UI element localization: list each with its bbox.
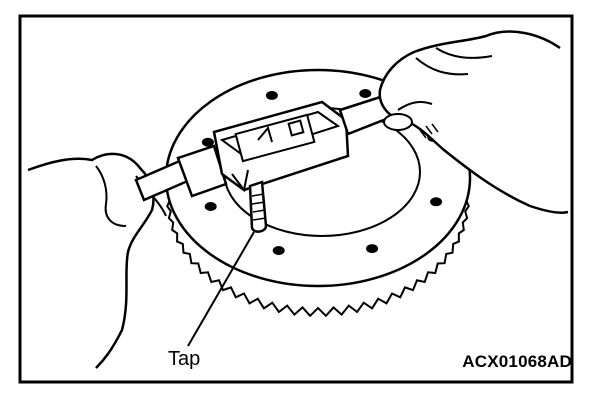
right-hand-knuckle <box>419 123 439 139</box>
bolt-hole <box>201 137 214 147</box>
bolt-hole <box>272 246 285 255</box>
wrench-window-mark <box>257 125 273 143</box>
figure-code: ACX01068AD <box>462 352 572 371</box>
bolt-hole <box>366 244 379 254</box>
wrench-left-collar <box>176 144 228 198</box>
wrench-body-edge <box>231 169 249 193</box>
wrench-slot <box>287 119 305 137</box>
tap-tool <box>248 180 268 233</box>
bolt-hole <box>430 197 443 207</box>
bolt-hole <box>359 89 372 98</box>
tap-label: Tap <box>168 348 201 370</box>
figure-frame <box>18 14 574 384</box>
left-hand-thumb <box>95 165 127 227</box>
right-hand-fingers <box>397 47 493 111</box>
tap-threads <box>251 193 267 221</box>
right-hand <box>378 30 569 214</box>
left-hand <box>27 152 155 369</box>
bolt-hole <box>204 202 217 211</box>
tap-leader-line <box>187 231 255 347</box>
right-hand-thumbnail <box>383 113 413 131</box>
gear-teeth <box>166 199 470 318</box>
bolt-hole <box>265 90 278 100</box>
